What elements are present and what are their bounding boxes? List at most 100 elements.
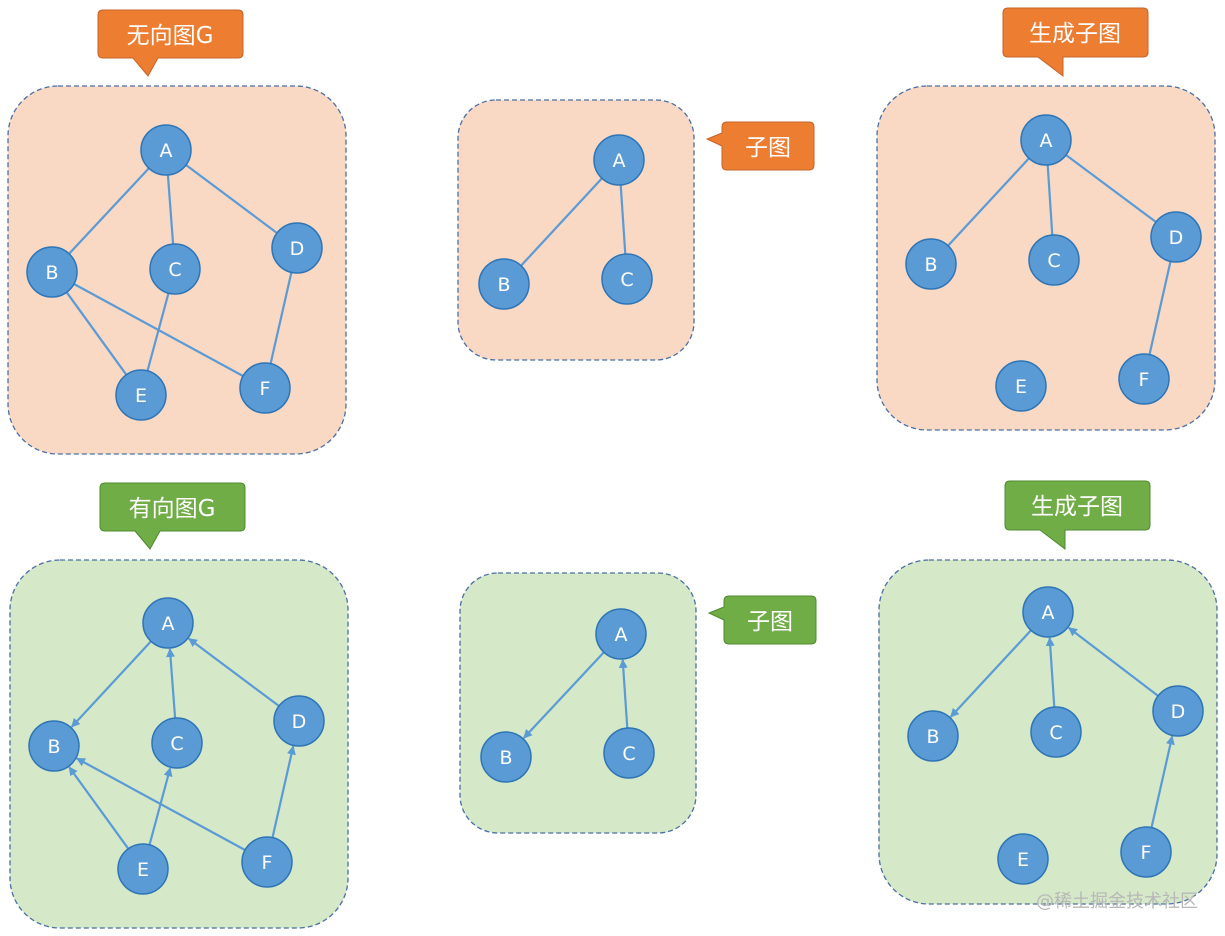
edge-A-C bbox=[1046, 164, 1054, 236]
node-label-A: A bbox=[615, 624, 628, 646]
undirected-spanning-subgraph: A B C D E F bbox=[905, 114, 1202, 412]
node-F bbox=[1118, 353, 1170, 405]
node-label-C: C bbox=[1049, 722, 1062, 744]
edge-A-D bbox=[1065, 154, 1157, 223]
edge-F-D bbox=[1150, 735, 1175, 828]
node-label-B: B bbox=[47, 736, 60, 758]
node-label-B: B bbox=[926, 726, 939, 748]
node-D bbox=[271, 222, 323, 274]
callout-directed-graph-text: 有向图G bbox=[129, 496, 216, 522]
node-label-C: C bbox=[170, 733, 183, 755]
node-label-D: D bbox=[292, 711, 307, 733]
node-label-A: A bbox=[1042, 602, 1055, 624]
node-E bbox=[997, 833, 1049, 885]
callout-undirected-spanning: 生成子图 bbox=[1002, 7, 1149, 78]
edge-A-C bbox=[619, 184, 627, 255]
node-label-B: B bbox=[45, 262, 58, 284]
node-C bbox=[1030, 706, 1082, 758]
callout-directed-spanning: 生成子图 bbox=[1004, 480, 1151, 551]
node-label-D: D bbox=[1171, 701, 1186, 723]
directed-spanning-subgraph: A B C D E F bbox=[907, 586, 1204, 885]
node-label-F: F bbox=[1139, 369, 1150, 391]
undirected-subgraph: A B C bbox=[478, 134, 653, 310]
node-label-C: C bbox=[622, 743, 635, 765]
callout-undirected-subgraph: 子图 bbox=[705, 121, 815, 171]
edge-A-B bbox=[949, 629, 1032, 718]
edge-C-A bbox=[1045, 637, 1056, 708]
edge-C-A bbox=[618, 659, 629, 729]
panel-directed-subgraph bbox=[459, 572, 697, 834]
node-E bbox=[117, 843, 169, 895]
directed-subgraph: A B C bbox=[480, 608, 655, 783]
node-B bbox=[907, 710, 959, 762]
node-C bbox=[1028, 234, 1080, 286]
node-A bbox=[1022, 586, 1074, 638]
node-label-D: D bbox=[1169, 227, 1184, 249]
node-D bbox=[1150, 211, 1202, 263]
node-label-A: A bbox=[162, 613, 175, 635]
node-A bbox=[140, 124, 192, 176]
node-label-C: C bbox=[1047, 250, 1060, 272]
edge-E-B bbox=[68, 766, 130, 850]
node-A bbox=[595, 608, 647, 660]
node-E bbox=[115, 369, 167, 421]
edge-B-E bbox=[65, 291, 128, 376]
node-F bbox=[241, 836, 293, 888]
edge-F-B bbox=[76, 757, 246, 851]
edge-D-A bbox=[1067, 626, 1159, 697]
node-B bbox=[478, 258, 530, 310]
callout-undirected-subgraph-text: 子图 bbox=[745, 135, 791, 161]
edge-A-D bbox=[185, 164, 278, 234]
node-B bbox=[28, 720, 80, 772]
edge-C-A bbox=[166, 648, 177, 719]
node-label-F: F bbox=[262, 852, 273, 874]
edge-A-B bbox=[68, 167, 150, 255]
callout-undirected-graph: 无向图G bbox=[97, 9, 244, 77]
callout-directed-spanning-text: 生成子图 bbox=[1031, 494, 1123, 520]
callout-directed-subgraph-text: 子图 bbox=[747, 609, 793, 635]
edge-A-B bbox=[522, 651, 605, 739]
node-label-C: C bbox=[620, 269, 633, 291]
node-label-C: C bbox=[168, 259, 181, 281]
node-label-E: E bbox=[1015, 376, 1027, 398]
directed-graph: A B C D E F bbox=[28, 597, 325, 895]
edge-D-A bbox=[188, 637, 280, 707]
node-label-D: D bbox=[290, 238, 305, 260]
edge-A-B bbox=[520, 177, 603, 267]
edge-C-E bbox=[146, 292, 170, 372]
edge-A-B bbox=[70, 640, 152, 728]
node-label-B: B bbox=[497, 274, 510, 296]
node-label-A: A bbox=[1040, 130, 1053, 152]
node-label-B: B bbox=[924, 254, 937, 276]
edge-F-D bbox=[271, 745, 296, 838]
node-F bbox=[239, 362, 291, 414]
watermark: @稀土掘金技术社区 bbox=[1036, 891, 1198, 912]
node-A bbox=[142, 597, 194, 649]
callout-undirected-spanning-text: 生成子图 bbox=[1029, 21, 1121, 47]
callout-undirected-graph-text: 无向图G bbox=[127, 23, 214, 49]
edge-D-F bbox=[269, 272, 293, 364]
callout-directed-subgraph: 子图 bbox=[707, 595, 817, 645]
node-label-F: F bbox=[260, 378, 271, 400]
panel-undirected-subgraph bbox=[457, 99, 695, 361]
node-D bbox=[1152, 685, 1204, 737]
node-D bbox=[273, 695, 325, 747]
node-label-E: E bbox=[135, 385, 147, 407]
node-B bbox=[26, 246, 78, 298]
node-label-F: F bbox=[1141, 842, 1152, 864]
node-label-E: E bbox=[137, 859, 149, 881]
node-label-E: E bbox=[1017, 849, 1029, 871]
node-A bbox=[1020, 114, 1072, 166]
edge-D-F bbox=[1148, 261, 1172, 355]
node-B bbox=[905, 238, 957, 290]
callout-directed-graph: 有向图G bbox=[99, 482, 246, 550]
node-label-B: B bbox=[499, 747, 512, 769]
edge-E-C bbox=[148, 767, 173, 846]
node-E bbox=[995, 360, 1047, 412]
node-B bbox=[480, 731, 532, 783]
node-label-A: A bbox=[613, 150, 626, 172]
node-F bbox=[1120, 826, 1172, 878]
edge-A-B bbox=[947, 157, 1030, 247]
node-C bbox=[601, 253, 653, 305]
